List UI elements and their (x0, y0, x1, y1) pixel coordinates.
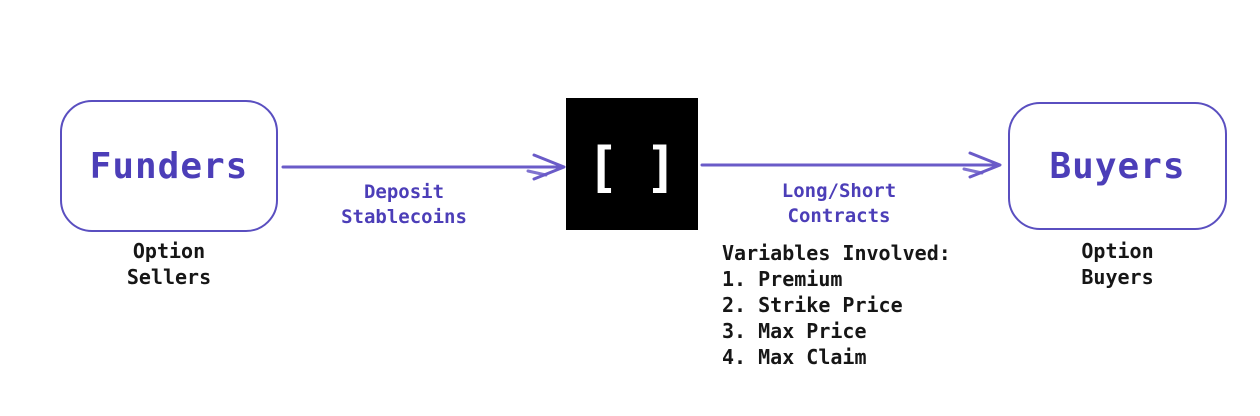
bracket-logo-icon: [ (586, 136, 619, 199)
variables-list: Variables Involved: 1. Premium 2. Strike… (722, 240, 982, 370)
buyers-node: Buyers (1008, 102, 1227, 230)
protocol-node: [ ] (566, 98, 698, 230)
contracts-arrow-label: Long/Short Contracts (781, 180, 897, 227)
funders-node: Funders (60, 100, 278, 232)
variable-item: 3. Max Price (722, 319, 867, 343)
buyers-node-label: Buyers (1049, 145, 1186, 187)
variable-item: 1. Premium (722, 267, 843, 291)
funders-caption: Option Sellers (126, 239, 212, 289)
variables-heading: Variables Involved: (722, 241, 951, 265)
deposit-arrow-label: Deposit Stablecoins (341, 181, 467, 228)
contracts-arrow (700, 151, 1002, 179)
variable-item: 4. Max Claim (722, 345, 867, 369)
buyers-caption: Option Buyers (1081, 239, 1154, 289)
deposit-arrow (281, 153, 566, 181)
bracket-logo-icon: ] (645, 136, 678, 199)
variable-item: 2. Strike Price (722, 293, 903, 317)
funders-node-label: Funders (89, 145, 249, 187)
